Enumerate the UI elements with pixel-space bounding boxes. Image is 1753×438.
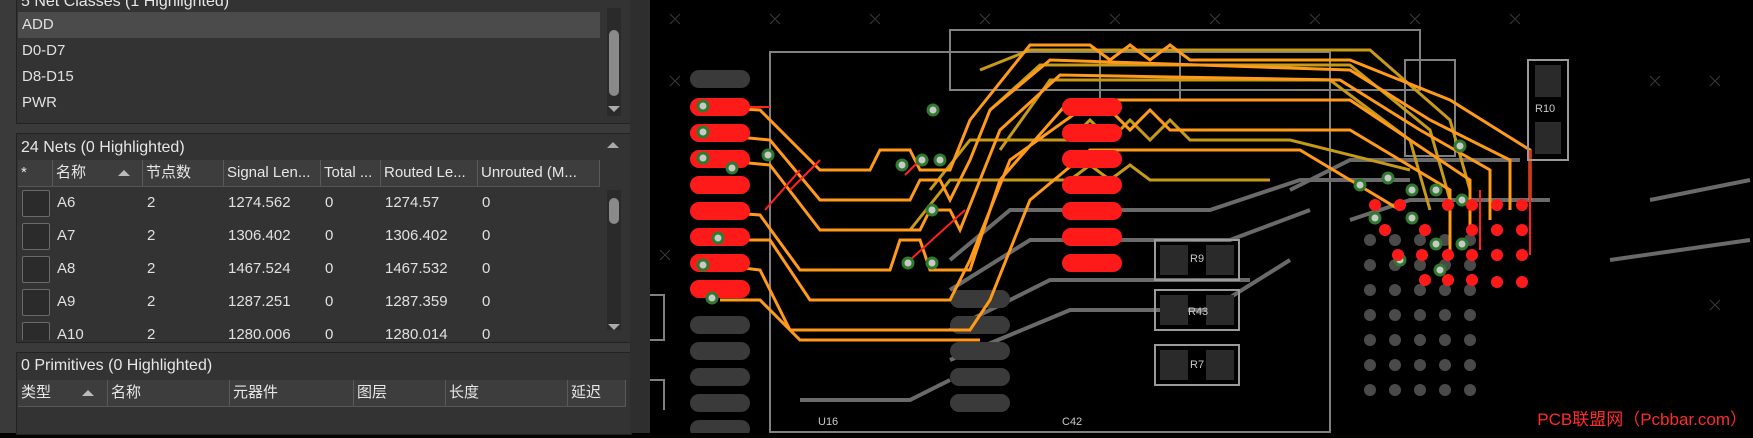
nets-table-header: * 名称 节点数 Signal Len... Total ... Routed … [18, 160, 600, 187]
net-color-swatch[interactable] [22, 256, 50, 283]
pcb-panel: 5 Net Classes (1 Highlighted) ADD D0-D7 … [0, 0, 650, 435]
total-length: 0 [325, 194, 334, 211]
unrouted-length: 0 [482, 293, 491, 310]
net-name: A8 [57, 260, 76, 277]
col-length[interactable]: 长度 [446, 380, 568, 406]
scroll-thumb[interactable] [609, 198, 619, 224]
pcb-canvas[interactable]: R10 R9 R43 R7 U16 C42 PCB联盟网（Pcbbar.com） [650, 0, 1753, 438]
net-class-item[interactable]: D0-D7 [22, 42, 66, 59]
col-delay[interactable]: 延迟 [568, 380, 626, 406]
routed-length: 1280.014 [385, 326, 448, 340]
signal-length: 1467.524 [228, 260, 291, 277]
routed-length: 1274.57 [385, 194, 440, 211]
signal-length: 1306.402 [228, 227, 291, 244]
table-row[interactable]: A6 2 1274.562 0 1274.57 0 [18, 186, 600, 219]
col-star[interactable]: * [18, 160, 53, 186]
unrouted-length: 0 [482, 326, 491, 340]
signal-length: 1274.562 [228, 194, 291, 211]
node-count: 2 [147, 326, 156, 340]
node-count: 2 [147, 194, 156, 211]
net-name: A7 [57, 227, 76, 244]
col-node-count[interactable]: 节点数 [143, 160, 224, 186]
node-count: 2 [147, 293, 156, 310]
routed-length: 1467.532 [385, 260, 448, 277]
nets-scrollbar[interactable] [607, 190, 621, 330]
signal-length: 1287.251 [228, 293, 291, 310]
net-name: A6 [57, 194, 76, 211]
pcb-layout: R10 R9 R43 R7 U16 C42 [650, 13, 1751, 438]
panel-splitter[interactable] [630, 0, 650, 433]
col-type[interactable]: 类型 [18, 380, 108, 406]
node-count: 2 [147, 227, 156, 244]
table-row[interactable]: A7 2 1306.402 0 1306.402 0 [18, 219, 600, 252]
net-class-item[interactable]: ADD [18, 12, 600, 38]
col-name[interactable]: 名称 [108, 380, 230, 406]
designator-r7: R7 [1190, 359, 1204, 371]
total-length: 0 [325, 227, 334, 244]
signal-length: 1280.006 [228, 326, 291, 340]
net-name: A9 [57, 293, 76, 310]
designator-r10: R10 [1535, 103, 1555, 115]
sort-asc-icon [118, 170, 130, 176]
net-color-swatch[interactable] [22, 190, 50, 217]
node-count: 2 [147, 260, 156, 277]
net-color-swatch[interactable] [22, 223, 50, 250]
designator-r43: R43 [1188, 306, 1208, 318]
net-color-swatch[interactable] [22, 322, 50, 340]
net-color-swatch[interactable] [22, 289, 50, 316]
collapse-up-icon[interactable] [607, 142, 619, 148]
table-row[interactable]: A8 2 1467.524 0 1467.532 0 [18, 252, 600, 285]
col-total[interactable]: Total ... [321, 160, 381, 186]
routed-length: 1287.359 [385, 293, 448, 310]
designator-c42: C42 [1062, 416, 1082, 428]
unrouted-length: 0 [482, 260, 491, 277]
net-class-item[interactable]: PWR [22, 94, 57, 111]
unrouted-length: 0 [482, 194, 491, 211]
total-length: 0 [325, 260, 334, 277]
designator-r9: R9 [1190, 253, 1204, 265]
table-row[interactable]: A9 2 1287.251 0 1287.359 0 [18, 285, 600, 318]
scroll-thumb[interactable] [609, 30, 619, 96]
routed-length: 1306.402 [385, 227, 448, 244]
unrouted-length: 0 [482, 227, 491, 244]
col-name[interactable]: 名称 [53, 160, 143, 186]
scroll-down-icon[interactable] [608, 106, 620, 112]
designator-u16: U16 [818, 416, 838, 428]
col-signal-length[interactable]: Signal Len... [224, 160, 321, 186]
net-classes-title: 5 Net Classes (1 Highlighted) [21, 0, 230, 10]
col-layer[interactable]: 图层 [354, 380, 446, 406]
primitives-title: 0 Primitives (0 Highlighted) [21, 357, 213, 374]
sort-asc-icon [82, 390, 94, 396]
total-length: 0 [325, 293, 334, 310]
primitives-table-header: 类型 名称 元器件 图层 长度 延迟 [18, 380, 626, 407]
col-routed-length[interactable]: Routed Le... [381, 160, 478, 186]
nets-title: 24 Nets (0 Highlighted) [21, 139, 185, 156]
net-classes-scrollbar[interactable] [607, 8, 621, 116]
col-unrouted[interactable]: Unrouted (M... [478, 160, 600, 186]
table-row[interactable]: A10 2 1280.006 0 1280.014 0 [18, 318, 600, 340]
net-class-item[interactable]: D8-D15 [22, 68, 74, 85]
net-name: A10 [57, 326, 84, 340]
watermark: PCB联盟网（Pcbbar.com） [1537, 410, 1747, 429]
total-length: 0 [325, 326, 334, 340]
scroll-down-icon[interactable] [608, 324, 620, 330]
col-component[interactable]: 元器件 [230, 380, 354, 406]
